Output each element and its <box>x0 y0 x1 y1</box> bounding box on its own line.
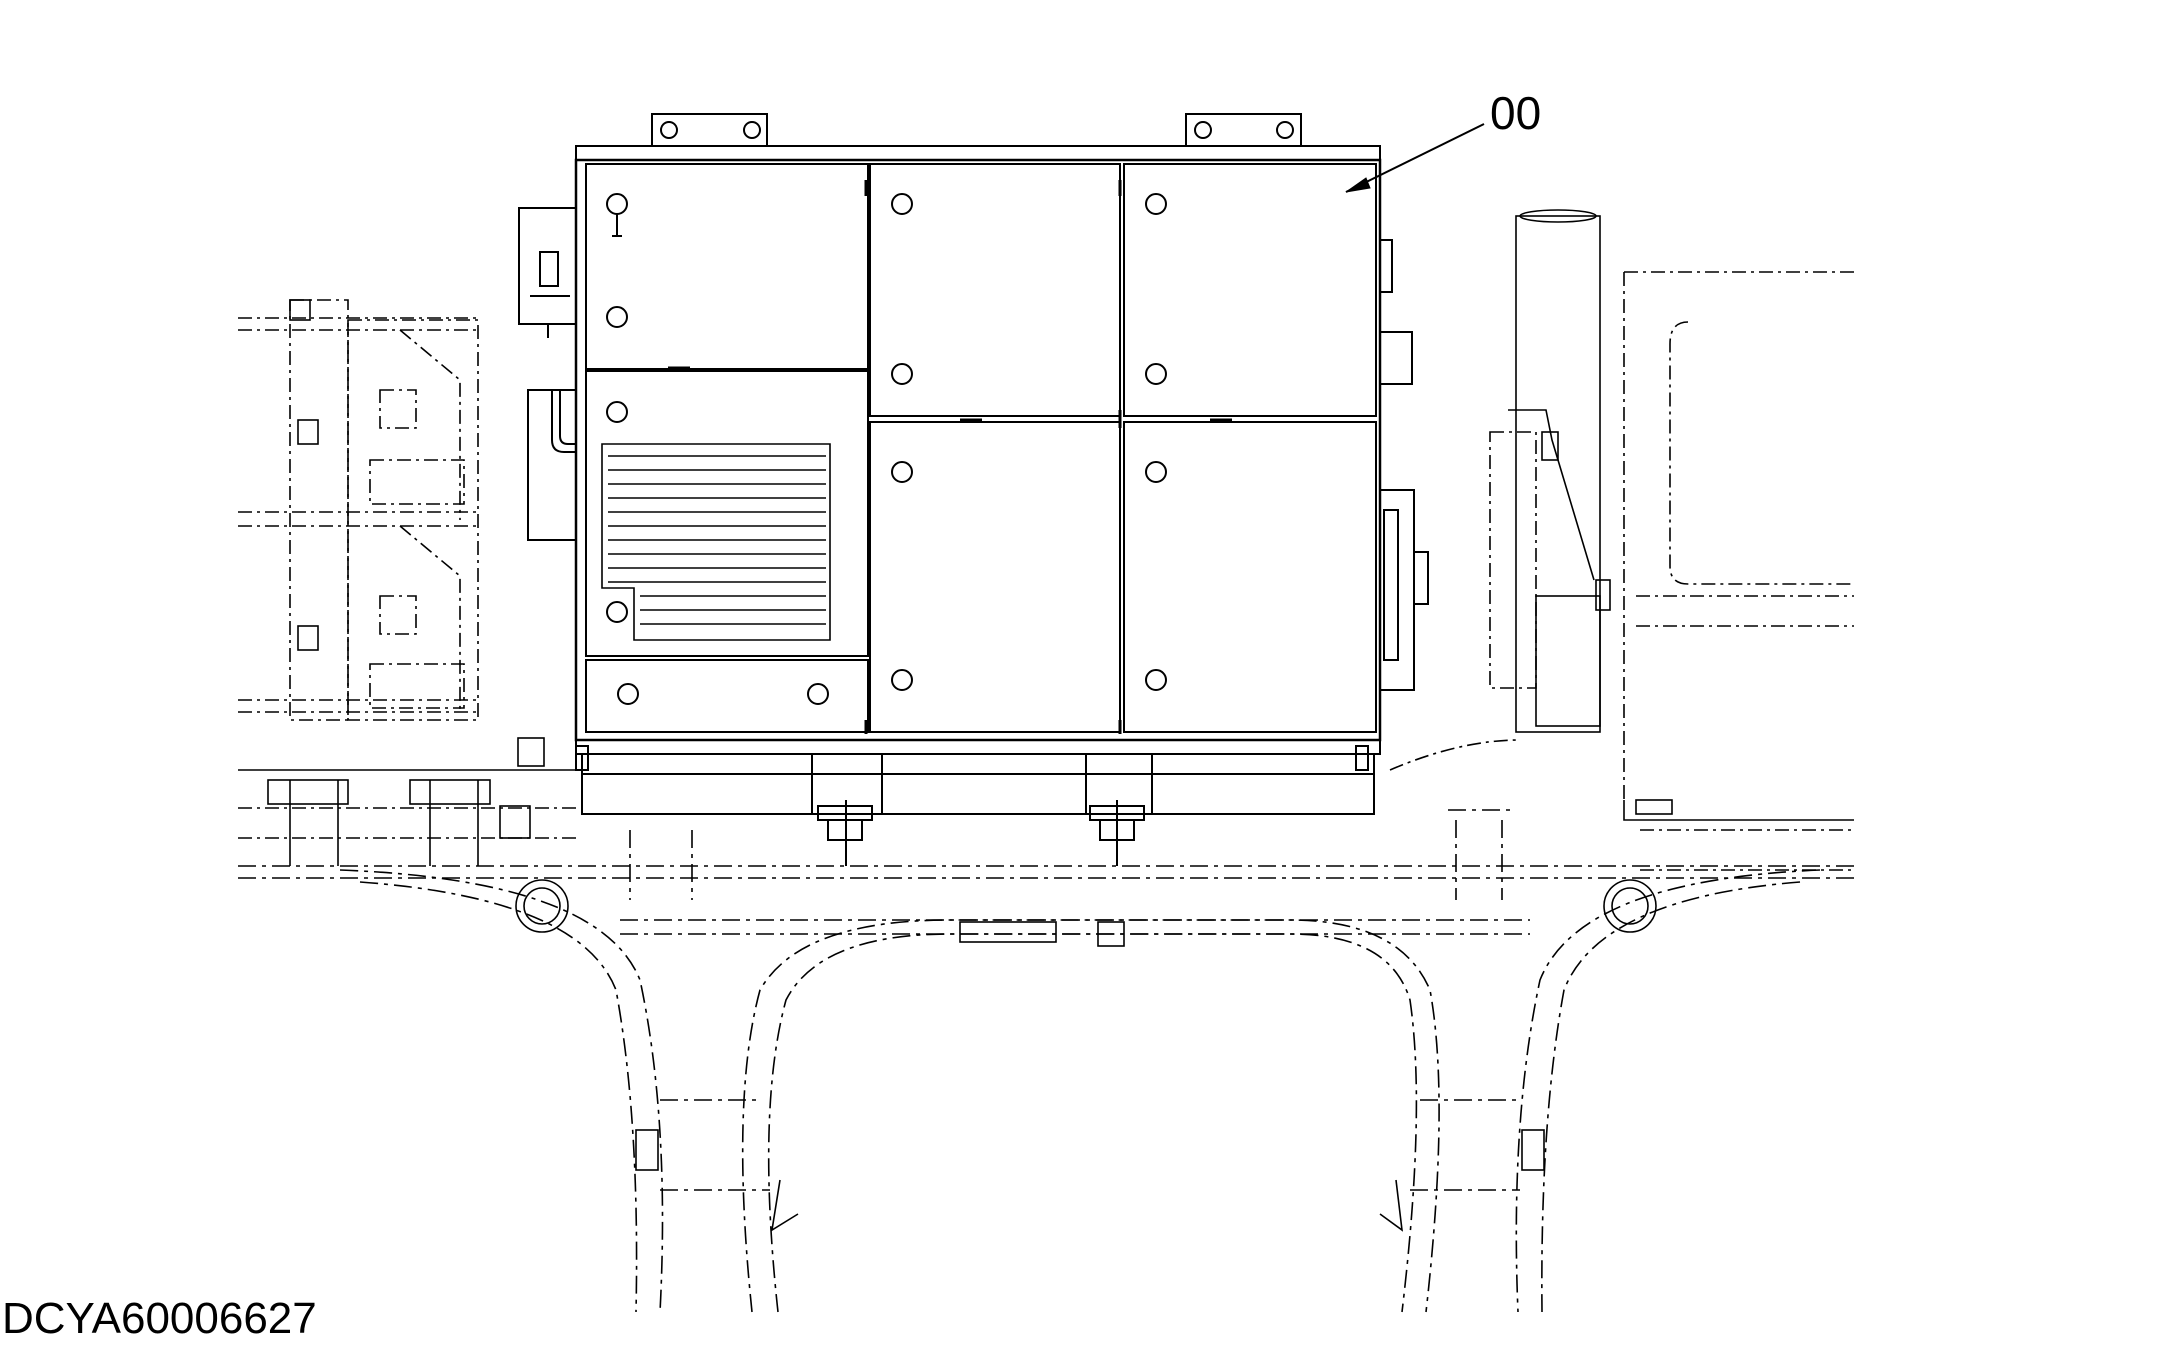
right-cabin-outline <box>1389 271 1854 871</box>
left-rail <box>238 769 576 866</box>
door-panel-top-middle <box>869 163 1121 417</box>
left-dashed-rack <box>238 299 479 721</box>
door-panel-bottom-middle <box>869 421 1121 733</box>
drawing-code: DCYA60006627 <box>2 1294 317 1343</box>
side-pipe <box>527 389 577 541</box>
base-frame <box>575 739 1381 815</box>
door-panel-top-right <box>1123 163 1377 417</box>
callout-leader <box>1345 123 1485 193</box>
door-panel-bottom-right <box>1123 421 1377 733</box>
lifting-lug-right <box>1185 113 1302 147</box>
lifting-lug-left <box>651 113 768 147</box>
door-lock-icons <box>606 193 1167 705</box>
electrical-box <box>518 207 577 338</box>
left-rack-solid <box>289 299 545 839</box>
main-cabinet <box>518 113 1429 866</box>
door-panel-top-left <box>585 163 869 370</box>
chassis-solid-parts <box>515 879 1657 1232</box>
lower-chassis <box>238 809 1854 1313</box>
door-panel-bottom-left <box>585 659 869 733</box>
louvre-grille <box>601 443 831 641</box>
filter-tank <box>1489 209 1611 733</box>
right-side-fittings <box>1379 239 1429 691</box>
right-cabin-solid <box>1623 799 1854 821</box>
door-panel-mid-left <box>585 370 869 657</box>
callout-label: 00 <box>1490 87 1542 139</box>
hinges <box>668 180 1232 734</box>
mounting-bolts <box>817 800 1145 866</box>
cabinet-body <box>574 158 1382 742</box>
